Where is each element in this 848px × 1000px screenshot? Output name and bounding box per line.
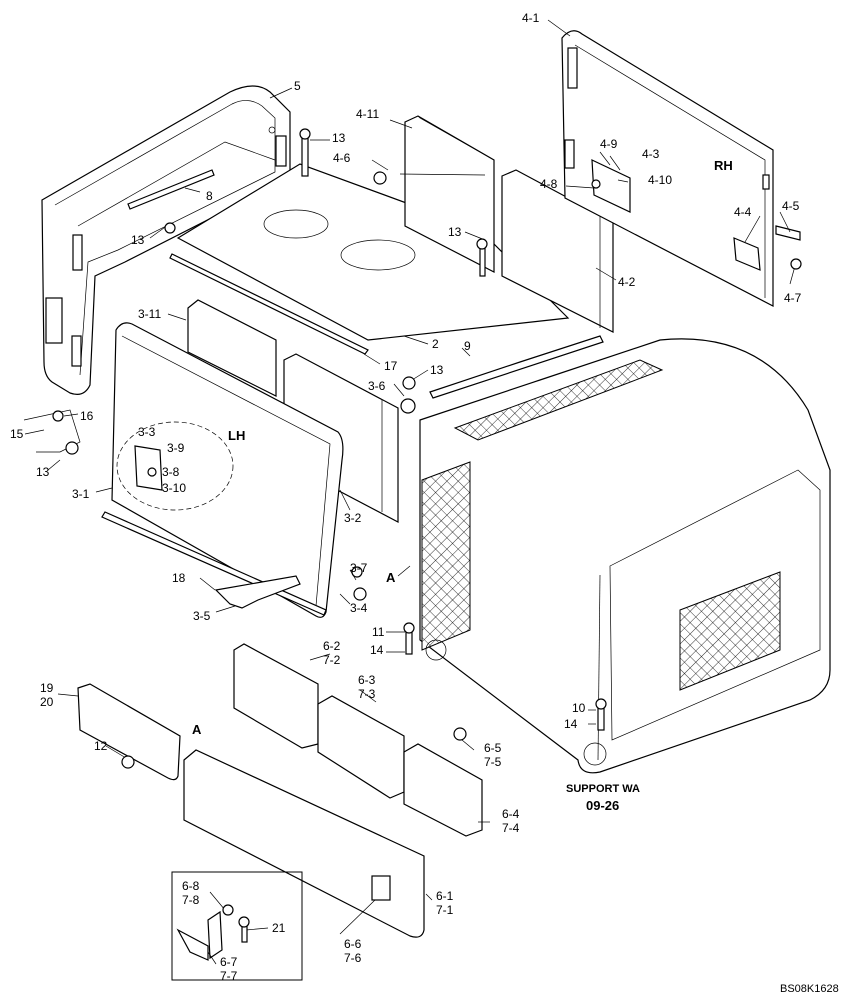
plate-19 [77,683,181,781]
label-3-4: 3-4 [350,601,368,615]
label-a: A [192,722,202,737]
label-3-5: 3-5 [193,609,211,623]
label-4-5: 4-5 [782,199,800,213]
label-7-4: 7-4 [502,821,520,835]
label-11: 11 [372,625,385,639]
label-3-2: 3-2 [344,511,362,525]
label-14: 14 [564,717,578,731]
label-7-3: 7-3 [358,687,376,701]
label-4-2: 4-2 [618,275,636,289]
label-3-10: 3-10 [162,481,186,495]
label-6-7: 6-7 [220,955,238,969]
bar-8 [127,169,215,210]
panel-4-2 [501,169,614,333]
strip-17 [169,253,369,355]
label-18: 18 [172,571,186,585]
block-6-2 [233,643,319,749]
label-4-8: 4-8 [540,177,558,191]
label-a: A [386,570,396,585]
label-5: 5 [294,79,301,93]
leader-lines [23,19,796,965]
label-12: 12 [94,739,108,753]
label-3-3: 3-3 [138,425,156,439]
label-19: 19 [40,681,54,695]
panel-4-11 [404,115,495,273]
label-3-9: 3-9 [167,441,185,455]
label-7-8: 7-8 [182,893,200,907]
label-2: 2 [432,337,439,351]
cab-body [419,338,831,774]
label-3-8: 3-8 [162,465,180,479]
label-6-5: 6-5 [484,741,502,755]
label-4-7: 4-7 [784,291,802,305]
label-16: 16 [80,409,94,423]
block-6-4 [403,743,483,837]
label-3-6: 3-6 [368,379,386,393]
label-6-4: 6-4 [502,807,520,821]
panel-3-11 [187,299,277,397]
label-support-wa: SUPPORT WA [566,783,640,795]
label-7-7: 7-7 [220,969,238,983]
label-4-6: 4-6 [333,151,351,165]
door-4-1 [561,30,801,307]
label-13: 13 [332,131,346,145]
label-8: 8 [206,189,213,203]
door-3-1 [111,322,344,618]
label-10: 10 [572,701,586,715]
label-13: 13 [36,465,50,479]
label-4-9: 4-9 [600,137,618,151]
label-7-2: 7-2 [323,653,341,667]
label-rh: RH [714,158,733,173]
label-6-8: 6-8 [182,879,200,893]
label-3-11: 3-11 [138,307,161,321]
label-15: 15 [10,427,24,441]
drawing-code: BS08K1628 [780,983,839,995]
label-3-1: 3-1 [72,487,90,501]
label-7-5: 7-5 [484,755,502,769]
label-4-1: 4-1 [522,11,540,25]
label-4-10: 4-10 [648,173,672,187]
label-3-7: 3-7 [350,561,368,575]
label-13: 13 [131,233,145,247]
cover-6-1 [183,749,425,938]
label-13: 13 [430,363,444,377]
label-6-6: 6-6 [344,937,362,951]
label-4-11: 4-11 [356,107,379,121]
label-6-2: 6-2 [323,639,341,653]
label-7-1: 7-1 [436,903,454,917]
fasteners [52,128,802,943]
label-7-6: 7-6 [344,951,362,965]
label-14: 14 [370,643,384,657]
label-6-3: 6-3 [358,673,376,687]
label-17: 17 [384,359,398,373]
label-4-3: 4-3 [642,147,660,161]
handle-3-5 [214,575,301,609]
label-lh: LH [228,428,245,443]
block-6-3 [317,695,405,799]
label-13: 13 [448,225,462,239]
detail-box [171,871,303,981]
frame-5 [41,85,291,395]
label-6-1: 6-1 [436,889,454,903]
label-21: 21 [272,921,286,935]
bar-9 [429,335,604,399]
label-09-26: 09-26 [586,798,619,813]
label-9: 9 [464,339,471,353]
label-20: 20 [40,695,54,709]
label-4-4: 4-4 [734,205,752,219]
